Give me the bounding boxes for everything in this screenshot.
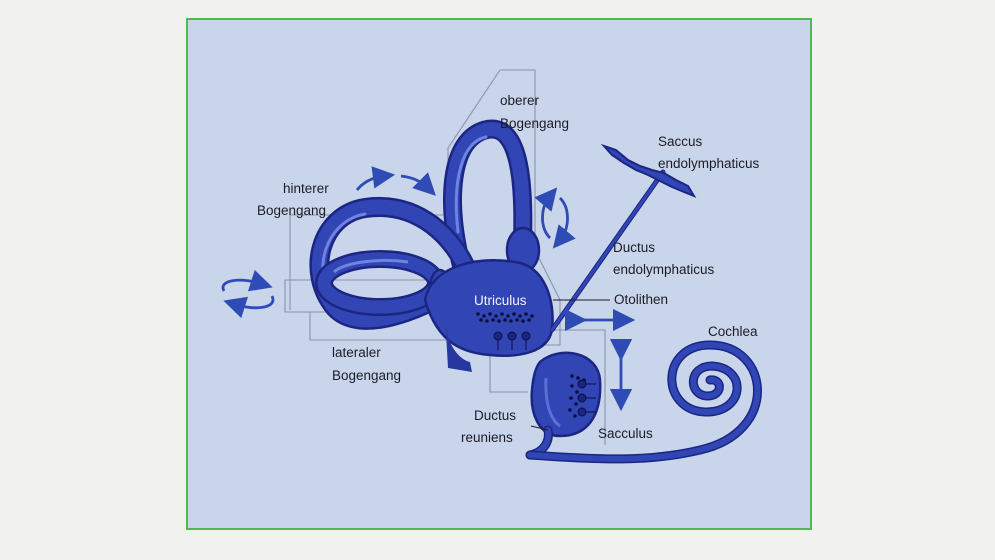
rotation-arrow-horizontal-bottom <box>223 295 275 319</box>
superior-semicircular-canal <box>443 119 541 278</box>
labels: oberer Bogengang hinterer Bogengang late… <box>257 93 760 445</box>
rotation-arrow-horizontal-top <box>221 269 273 292</box>
leader-lines <box>530 299 610 431</box>
label-saccus-endolymphaticus: Saccus endolymphaticus <box>658 134 760 171</box>
utriculus: Utriculus <box>423 259 554 372</box>
rotation-arrow-superior-left <box>534 187 558 239</box>
label-lateraler-bogengang: lateraler Bogengang <box>332 345 401 383</box>
rotation-arrow-superior-right <box>552 197 576 249</box>
superior-canal-plane <box>500 69 561 346</box>
label-ductus-reuniens: Ductus reuniens <box>461 408 520 445</box>
label-sacculus: Sacculus <box>598 426 653 441</box>
label-otolithen: Otolithen <box>614 292 668 307</box>
sacculus <box>530 351 602 438</box>
utriculus-hair-cells <box>493 331 531 350</box>
utriculus-otolith-dots <box>476 312 534 323</box>
rotation-arrow-posterior-left <box>355 166 396 191</box>
label-utriculus: Utriculus <box>474 293 527 308</box>
saccus-endolymphaticus <box>600 143 697 199</box>
lateral-plane-base <box>309 312 500 341</box>
label-oberer-bogengang: oberer Bogengang <box>500 93 569 131</box>
vertical-plane-base <box>489 340 528 393</box>
cochlea <box>525 340 762 464</box>
sacculus-hair-cells <box>577 379 596 417</box>
label-hinterer-bogengang: hinterer Bogengang <box>257 181 333 218</box>
arrows <box>221 166 636 412</box>
leader-ductus-reuniens <box>530 425 549 431</box>
sacculus-otolith-dots <box>568 374 586 418</box>
label-cochlea: Cochlea <box>708 324 758 339</box>
ductus-endolymphaticus <box>549 169 666 333</box>
rotation-arrow-posterior-right <box>400 172 436 196</box>
label-ductus-endolymphaticus: Ductus endolymphaticus <box>613 240 715 277</box>
